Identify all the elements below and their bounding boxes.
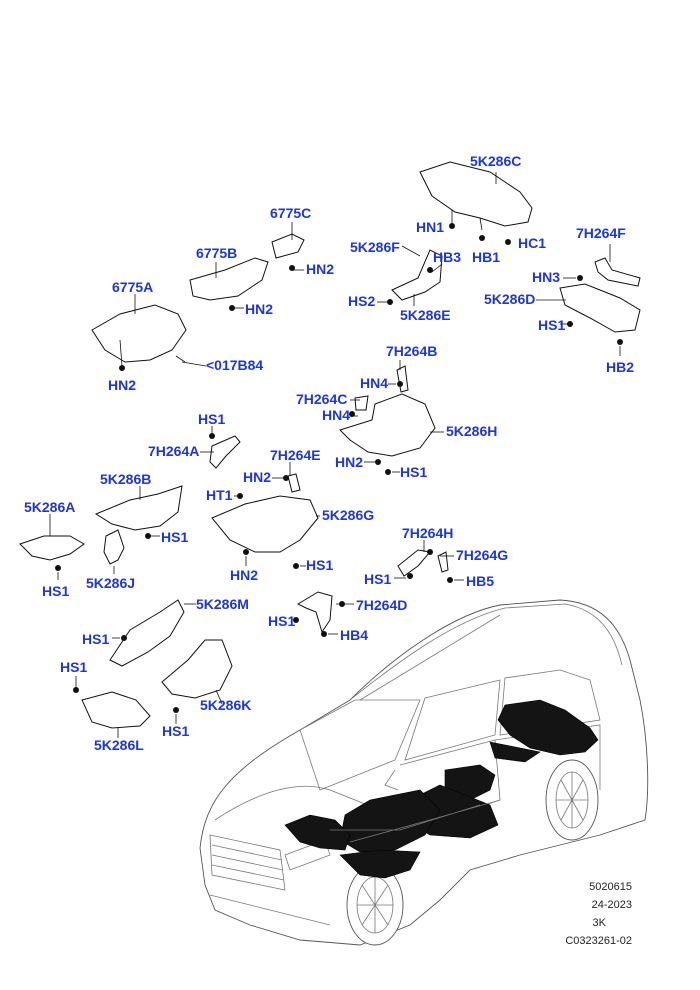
part-5k286j [103, 529, 125, 565]
label-7h264b: 7H264B [386, 343, 437, 359]
part-6775c [271, 233, 305, 259]
label-6775b: 6775B [196, 245, 237, 261]
label-7h264a: 7H264A [148, 443, 199, 459]
label-hn2-e: HN2 [243, 469, 271, 485]
label-hb2: HB2 [606, 359, 634, 375]
label-hn3: HN3 [532, 269, 560, 285]
part-5k286g [211, 495, 319, 553]
reference-block: 5020615 24-2023 3K C0323261-02 [565, 881, 632, 947]
label-7h264h: 7H264H [402, 525, 453, 541]
label-hb1: HB1 [472, 249, 500, 265]
label-hs1-k: HS1 [162, 723, 189, 739]
label-hn2-b: HN2 [245, 301, 273, 317]
part-5k286h [339, 393, 436, 457]
label-hs1-a: HS1 [198, 411, 225, 427]
part-5k286l [81, 691, 151, 729]
fasteners [55, 223, 623, 713]
label-5k286m: 5K286M [196, 596, 249, 612]
label-5k286b: 5K286B [100, 471, 151, 487]
reference-code: 3K [593, 917, 607, 929]
label-hs2: HS2 [348, 293, 375, 309]
label-ht1: HT1 [206, 487, 233, 503]
label-hs1-7h: HS1 [364, 571, 391, 587]
reference-number: 5020615 [589, 881, 632, 893]
part-5k286m [109, 599, 185, 667]
part-5k286c [419, 161, 533, 227]
label-hn2-c: HN2 [306, 261, 334, 277]
part-7h264f [594, 257, 641, 287]
vehicle-illustration [199, 599, 649, 946]
label-5k286j: 5K286J [86, 575, 135, 591]
label-5k286e: 5K286E [400, 307, 451, 323]
label-5k286a: 5K286A [24, 499, 75, 515]
part-5k286a [19, 535, 85, 561]
label-hb3: HB3 [433, 249, 461, 265]
part-6775b [189, 257, 269, 301]
label-6775a: 6775A [112, 279, 153, 295]
part-7h264g [437, 551, 449, 573]
part-7h264h [397, 549, 431, 577]
part-5k286k [161, 639, 233, 699]
label-hs1-g: HS1 [306, 557, 333, 573]
part-7h264a [209, 435, 241, 469]
label-hn1: HN1 [416, 219, 444, 235]
label-6775c: 6775C [270, 205, 311, 221]
leader-lines [49, 172, 621, 738]
reference-illustration-id: C0323261-02 [565, 935, 632, 947]
label-7h264f: 7H264F [576, 225, 626, 241]
label-hn2-a: HN2 [108, 377, 136, 393]
label-5k286c: 5K286C [470, 153, 521, 169]
part-labels: 5K286C HN1 HC1 HB1 7H264F HN3 5K286D HS1… [24, 153, 634, 753]
label-hn2-g: HN2 [230, 567, 258, 583]
label-5k286h: 5K286H [446, 423, 497, 439]
part-6775a [91, 304, 187, 363]
part-7h264d [296, 591, 333, 634]
reference-date: 24-2023 [592, 899, 632, 911]
label-hs1-d: HS1 [538, 317, 565, 333]
label-7h264c: 7H264C [296, 391, 347, 407]
label-hs1-7d: HS1 [268, 613, 295, 629]
part-7h264b [396, 365, 409, 393]
label-hb5: HB5 [466, 573, 494, 589]
label-5k286l: 5K286L [94, 737, 144, 753]
label-hs1-h: HS1 [400, 464, 427, 480]
part-5k286e [391, 249, 443, 301]
label-hs1-b: HS1 [161, 529, 188, 545]
label-hb4: HB4 [340, 627, 368, 643]
label-hs1-m: HS1 [82, 631, 109, 647]
label-hc1: HC1 [518, 235, 546, 251]
label-hs1-5a: HS1 [42, 583, 69, 599]
part-5k286d [559, 283, 641, 333]
label-5k286g: 5K286G [322, 507, 374, 523]
part-7h264c [354, 395, 369, 411]
label-hs1-l: HS1 [60, 659, 87, 675]
part-5k286b [94, 485, 183, 531]
label-7h264g: 7H264G [456, 547, 508, 563]
label-5k286d: 5K286D [484, 291, 535, 307]
label-7h264d: 7H264D [356, 597, 407, 613]
label-5k286k: 5K286K [200, 697, 251, 713]
label-hn2-h: HN2 [335, 454, 363, 470]
label-5k286f: 5K286F [350, 239, 400, 255]
label-7h264e: 7H264E [270, 447, 321, 463]
part-7h264e [287, 473, 301, 493]
label-hn4-a: HN4 [360, 375, 388, 391]
label-hn4-b: HN4 [322, 407, 350, 423]
label-017b84: <017B84 [206, 357, 263, 373]
